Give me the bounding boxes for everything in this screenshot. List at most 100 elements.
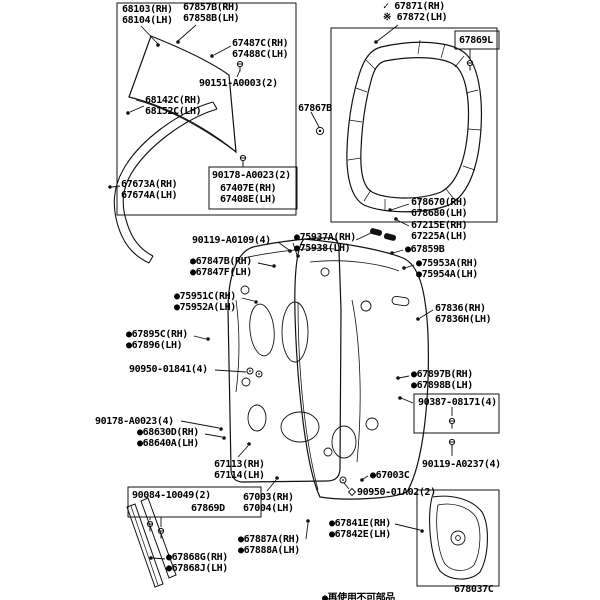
part-label: 67113(RH)67114(LH)	[214, 459, 265, 481]
part-label-line: 67004(LH)	[243, 503, 294, 514]
callout-boxes	[116, 2, 500, 587]
part-label: 90950-01841(4)	[129, 364, 208, 375]
part-label-line: 90950-01841(4)	[129, 364, 208, 375]
leader-lines	[111, 24, 471, 560]
part-label: 68103(RH)68104(LH)	[122, 4, 173, 26]
part-label-line: ●67887A(RH)	[238, 534, 300, 545]
part-label: 67673A(RH)67674A(LH)	[121, 179, 178, 201]
part-label-line: ●67895C(RH)	[126, 329, 188, 340]
part-label: ●67841E(RH)●67842E(LH)	[329, 518, 391, 540]
part-label-line: 90119-A0237(4)	[422, 459, 501, 470]
part-label: 67487C(RH)67488C(LH)	[232, 38, 289, 60]
part-label-line: 67673A(RH)	[121, 179, 178, 190]
part-label-line: 90151-A0003(2)	[199, 78, 278, 89]
part-label: 67407E(RH)67408E(LH)	[220, 183, 277, 205]
part-label-line: 90950-01A02(2)	[357, 487, 436, 498]
part-label-line: 67113(RH)	[214, 459, 265, 470]
part-label: 678670(RH)678680(LH)	[411, 197, 468, 219]
fastener-dots	[108, 40, 424, 560]
part-label: ●67003C	[370, 470, 410, 481]
part-label-line: 67408E(LH)	[220, 194, 277, 205]
part-label-line: 90178-A0023(4)	[95, 416, 174, 427]
part-label: ●75937A(RH)●75938(LH)	[294, 232, 356, 254]
door-outer-panel-shape	[294, 238, 429, 500]
part-label: ●67847B(RH)●67847F(LH)	[190, 256, 252, 278]
part-label: 67836(RH)67836H(LH)	[435, 303, 492, 325]
part-label-line: ●67003C	[370, 470, 410, 481]
part-label: ●75951C(RH)●75952A(LH)	[174, 291, 236, 313]
part-label: ●68630D(RH)●68640A(LH)	[137, 427, 199, 449]
part-label-line: 67867B	[298, 103, 332, 114]
part-label-line: 67857B(RH)	[183, 2, 240, 13]
door-glass-shape	[128, 35, 237, 154]
part-label: 67857B(RH)67858B(LH)	[183, 2, 240, 24]
part-label: ●67897B(RH)●67898B(LH)	[411, 369, 473, 391]
part-label-line: 68104(LH)	[122, 15, 173, 26]
part-label-line: 67674A(LH)	[121, 190, 178, 201]
part-label: 67003(RH)67004(LH)	[243, 492, 294, 514]
part-label-line: 90387-08171(4)	[418, 397, 497, 408]
part-label-line: 68142C(RH)	[145, 95, 202, 106]
part-label: 67867B	[298, 103, 332, 114]
part-label-line: ●67898B(LH)	[411, 380, 473, 391]
part-label-line: ●68630D(RH)	[137, 427, 199, 438]
part-label-line: ●67842E(LH)	[329, 529, 391, 540]
part-label-line: ●67868G(RH)	[166, 552, 228, 563]
part-label: 90084-10049(2)	[132, 490, 211, 501]
part-label: 90387-08171(4)	[418, 397, 497, 408]
part-label: 90151-A0003(2)	[199, 78, 278, 89]
part-label-line: 67836H(LH)	[435, 314, 492, 325]
part-label-line: 67003(RH)	[243, 492, 294, 503]
part-label-line: 67488C(LH)	[232, 49, 289, 60]
part-label: 90119-A0237(4)	[422, 459, 501, 470]
part-label: ●67868G(RH)●67868J(LH)	[166, 552, 228, 574]
part-label-line: 67836(RH)	[435, 303, 486, 314]
part-label-line: ●67896(LH)	[126, 340, 183, 351]
legend: ●再使用不可部品 ●Non-reusable part	[322, 571, 423, 600]
part-label-line: 678670(RH)	[411, 197, 468, 208]
part-label-line: 67869D	[191, 503, 225, 514]
belt-moulding-shapes	[126, 497, 177, 588]
part-label: ●75953A(RH)●75954A(LH)	[416, 258, 478, 280]
part-label-line: 678680(LH)	[411, 208, 468, 219]
part-label-line: 90178-A0023(2)	[212, 170, 291, 181]
part-label: 90178-A0023(2)	[212, 170, 291, 181]
part-label-line: 67114(LH)	[214, 470, 265, 481]
part-label-line: 67858B(LH)	[183, 13, 240, 24]
part-label-line: ●75937A(RH)	[294, 232, 356, 243]
part-label: ●67895C(RH)●67896(LH)	[126, 329, 188, 351]
part-label-line: ●68640A(LH)	[137, 438, 199, 449]
part-label-line: ●67897B(RH)	[411, 369, 473, 380]
part-label: ●67887A(RH)●67888A(LH)	[238, 534, 300, 556]
part-label-line: ●75953A(RH)	[416, 258, 478, 269]
part-label-line: 67487C(RH)	[232, 38, 289, 49]
legend-line-jp: ●再使用不可部品	[322, 593, 395, 600]
weatherstrip-ring-shape	[346, 39, 483, 213]
part-label: 67215E(RH)67225A(LH)	[411, 220, 468, 242]
part-label-line: ●67847B(RH)	[190, 256, 252, 267]
part-label: ✓ 67871(RH)※ 67872(LH)	[383, 1, 448, 23]
part-label: 90178-A0023(4)	[95, 416, 174, 427]
part-label-line: ●67847F(LH)	[190, 267, 252, 278]
part-label: 90119-A0109(4)	[192, 235, 271, 246]
part-label-line: ●67859B	[405, 244, 445, 255]
part-label-line: ●75952A(LH)	[174, 302, 236, 313]
part-label-line: 67869L	[459, 35, 493, 46]
part-label: 68142C(RH)68152C(LH)	[145, 95, 202, 117]
part-label-line: ●75951C(RH)	[174, 291, 236, 302]
part-label-line: 67225A(LH)	[411, 231, 468, 242]
part-label-line: 90084-10049(2)	[132, 490, 211, 501]
part-label: 67869L	[459, 35, 493, 46]
part-label-line: 67215E(RH)	[411, 220, 468, 231]
part-label-line: 90119-A0109(4)	[192, 235, 271, 246]
part-label: 67869D	[191, 503, 225, 514]
lower-trim-panel-shape	[429, 495, 488, 580]
part-label-line: ●67888A(LH)	[238, 545, 300, 556]
part-label: 90950-01A02(2)	[357, 487, 436, 498]
diagram-code: 678037C	[454, 584, 494, 595]
part-label-line: ●67841E(RH)	[329, 518, 391, 529]
glass-run-channel-shape	[113, 101, 218, 264]
